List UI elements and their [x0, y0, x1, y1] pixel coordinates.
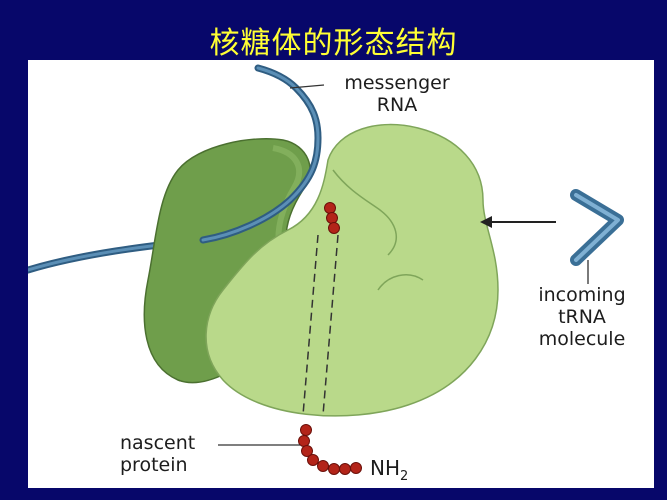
protein-chain-top: [324, 202, 340, 234]
amino-acid-bead: [317, 460, 329, 472]
small-subunit-cleft: [332, 169, 398, 256]
protein-chain-bottom: [298, 424, 362, 475]
nh2-base: NH: [370, 456, 400, 480]
slide-title: 核糖体的形态结构: [209, 26, 458, 61]
amino-acid-bead: [301, 445, 313, 457]
protein-label-line1: nascent: [120, 432, 196, 454]
mrna-strand-highlight: [201, 66, 320, 242]
trna-arrow-head: [480, 216, 492, 228]
nh2-subscript: 2: [400, 469, 409, 484]
mrna-label-line1: messenger: [344, 72, 450, 94]
mrna-label: messenger RNA: [322, 72, 472, 116]
trna-label-line2: tRNA: [558, 306, 606, 328]
trna-label: incoming tRNA molecule: [512, 284, 652, 350]
protein-label: nascent protein: [120, 432, 240, 476]
trna-label-line3: molecule: [538, 328, 626, 350]
amino-acid-bead: [324, 202, 336, 214]
amino-acid-bead: [300, 424, 312, 436]
amino-acid-bead: [328, 222, 340, 234]
protein-label-line2: protein: [120, 454, 188, 476]
amino-acid-bead: [307, 454, 319, 466]
small-subunit: [205, 123, 499, 417]
exit-tunnel-left: [302, 234, 319, 416]
small-subunit-groove: [377, 274, 424, 291]
amino-acid-bead: [350, 462, 362, 474]
diagram-panel: messenger RNA incoming tRNA molecule nas…: [28, 60, 654, 488]
exit-tunnel-right: [322, 234, 339, 416]
mrna-label-line2: RNA: [376, 94, 418, 116]
trna-molecule-highlight: [574, 193, 620, 262]
amino-acid-bead: [328, 463, 340, 475]
nh2-terminus-label: NH2: [370, 456, 408, 484]
trna-label-line1: incoming: [538, 284, 626, 306]
ribosome-diagram: [28, 64, 624, 475]
amino-acid-bead: [298, 435, 310, 447]
amino-acid-bead: [339, 463, 351, 475]
amino-acid-bead: [326, 212, 338, 224]
mrna-leader-line: [289, 84, 325, 89]
